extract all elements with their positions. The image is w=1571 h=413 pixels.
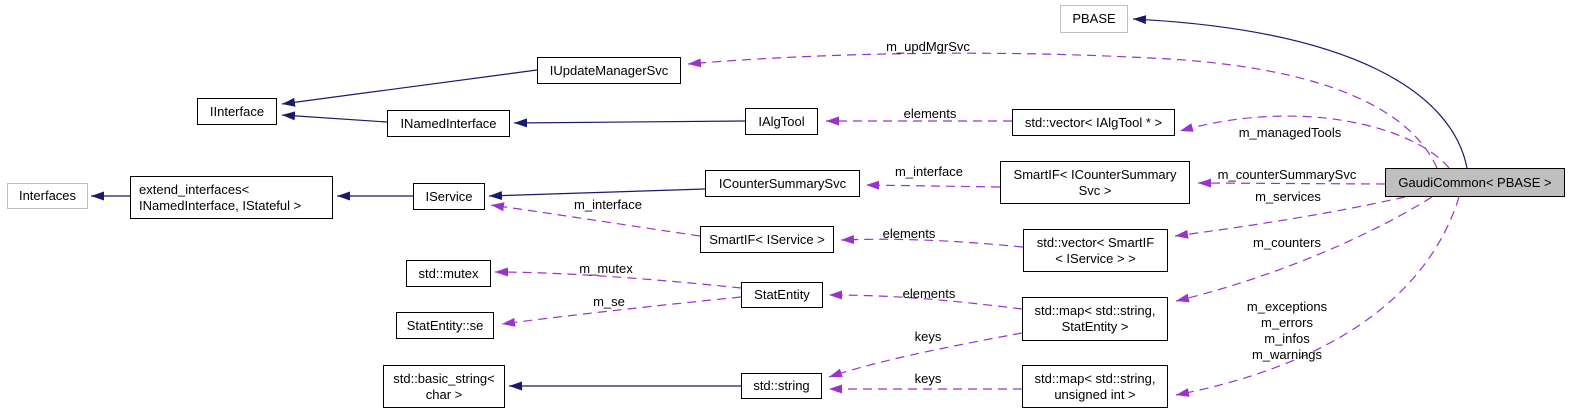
edge-label-m-warnings: m_warnings xyxy=(1251,347,1323,362)
node-std-mutex-label: std::mutex xyxy=(418,265,479,281)
edge-label-elements-smartif: elements xyxy=(882,226,936,241)
node-gaudicommon-pbase: GaudiCommon< PBASE > xyxy=(1385,168,1565,197)
edge-usage-m-counters xyxy=(1175,196,1433,303)
node-iupdatemanagersvc-label: IUpdateManagerSvc xyxy=(549,62,669,78)
node-pbase: PBASE xyxy=(1060,5,1128,33)
node-map-unsigned-int-line2: unsigned int > xyxy=(1054,386,1136,402)
edge-usage-m-updmgrsvc xyxy=(687,52,1438,169)
node-smartif-icountersummarysvc-line2: Svc > xyxy=(1078,182,1112,198)
edge-usage-m-interface-icountersummarysvc xyxy=(865,180,1001,190)
edge-label-keys-unsigned-int: keys xyxy=(914,371,942,386)
node-statentity-se-label: StatEntity::se xyxy=(406,317,484,333)
edge-inherit-iupdatemanagersvc-iinterface xyxy=(281,69,538,107)
edge-usage-elements-smartif-iservice xyxy=(840,235,1024,248)
edge-label-m-errors: m_errors xyxy=(1260,315,1313,330)
node-map-unsigned-int-line1: std::map< std::string, xyxy=(1034,370,1156,386)
node-map-statentity-line1: std::map< std::string, xyxy=(1034,303,1156,318)
edge-usage-elements-statentity xyxy=(828,290,1023,310)
edge-label-keys-statentity: keys xyxy=(914,329,942,344)
edge-inherit-ialgtool-inamedinterface xyxy=(513,118,746,128)
node-iupdatemanagersvc[interactable]: IUpdateManagerSvc xyxy=(537,57,681,84)
edge-inherit-inamedinterface-iinterface xyxy=(281,111,388,123)
node-iinterface[interactable]: IInterface xyxy=(197,98,277,125)
node-map-statentity-line2: StatEntity > xyxy=(1061,319,1129,334)
node-statentity[interactable]: StatEntity xyxy=(741,282,823,308)
node-vector-ialgtool[interactable]: std::vector< IAlgTool * > xyxy=(1012,109,1175,136)
edge-usage-m-se xyxy=(501,296,742,327)
node-vector-smartif-iservice-line2: < IService > > xyxy=(1055,250,1136,266)
node-iservice-label: IService xyxy=(425,188,473,204)
edge-label-m-mutex: m_mutex xyxy=(579,261,633,276)
node-iservice[interactable]: IService xyxy=(413,183,485,210)
node-std-string-label: std::string xyxy=(753,378,810,393)
node-map-statentity[interactable]: std::map< std::string, StatEntity > xyxy=(1022,297,1168,341)
edge-label-m-se: m_se xyxy=(593,294,625,309)
edge-label-elements-ialgtool: elements xyxy=(903,106,957,121)
node-ialgtool-label: IAlgTool xyxy=(758,113,805,129)
node-smartif-icountersummarysvc[interactable]: SmartIF< ICounterSummary Svc > xyxy=(1000,161,1190,204)
edge-inherit-icountersummarysvc-iservice xyxy=(488,188,706,201)
node-extend-interfaces-line2: INamedInterface, IStateful > xyxy=(139,197,302,213)
node-icountersummarysvc[interactable]: ICounterSummarySvc xyxy=(705,170,860,197)
node-pbase-label: PBASE xyxy=(1072,11,1116,26)
edge-usage-m-exceptions xyxy=(1175,196,1460,397)
node-extend-interfaces[interactable]: extend_interfaces< INamedInterface, ISta… xyxy=(130,176,333,219)
node-interfaces: Interfaces xyxy=(7,183,88,209)
node-gaudicommon-pbase-label: GaudiCommon< PBASE > xyxy=(1398,174,1552,190)
edge-label-m-infos: m_infos xyxy=(1264,331,1310,346)
node-inamedinterface-label: INamedInterface xyxy=(400,115,497,131)
edge-usage-m-mutex xyxy=(494,267,742,289)
node-statentity-label: StatEntity xyxy=(754,287,810,302)
node-iinterface-label: IInterface xyxy=(209,103,265,119)
node-std-string[interactable]: std::string xyxy=(741,373,822,399)
node-interfaces-label: Interfaces xyxy=(18,188,77,203)
node-map-unsigned-int[interactable]: std::map< std::string, unsigned int > xyxy=(1022,365,1168,408)
node-smartif-iservice[interactable]: SmartIF< IService > xyxy=(700,226,834,253)
node-vector-ialgtool-label: std::vector< IAlgTool * > xyxy=(1024,114,1163,130)
edge-usage-keys-map-statentity xyxy=(828,332,1023,378)
edge-usage-m-managedtools xyxy=(1179,115,1450,169)
edge-label-m-exceptions-group: m_exceptions m_errors m_infos m_warnings xyxy=(1247,299,1327,363)
edge-label-m-interface-iservice: m_interface xyxy=(574,197,642,212)
edge-label-m-exceptions: m_exceptions xyxy=(1246,299,1328,314)
node-std-basic-string-line2: char > xyxy=(425,386,463,402)
edge-inherit-gaudicommon-pbase xyxy=(1132,15,1468,169)
edge-label-elements-statentity: elements xyxy=(902,286,956,301)
edge-label-m-updmgrsvc: m_updMgrSvc xyxy=(886,39,970,54)
node-smartif-icountersummarysvc-line1: SmartIF< ICounterSummary xyxy=(1013,166,1177,182)
node-smartif-iservice-label: SmartIF< IService > xyxy=(709,231,825,247)
edge-label-m-counters: m_counters xyxy=(1253,235,1321,250)
edge-label-m-interface-counter: m_interface xyxy=(895,164,963,179)
edge-usage-m-countersummarysvc xyxy=(1197,178,1386,188)
node-icountersummarysvc-label: ICounterSummarySvc xyxy=(718,175,847,191)
edge-label-m-services: m_services xyxy=(1255,189,1321,204)
node-std-mutex[interactable]: std::mutex xyxy=(406,260,491,287)
edge-label-m-managedtools: m_managedTools xyxy=(1238,125,1342,140)
node-std-basic-string-line1: std::basic_string< xyxy=(393,370,495,386)
node-vector-smartif-iservice-line1: std::vector< SmartIF xyxy=(1036,234,1155,250)
node-statentity-se[interactable]: StatEntity::se xyxy=(396,312,494,339)
node-extend-interfaces-line1: extend_interfaces< xyxy=(139,181,250,197)
node-vector-smartif-iservice[interactable]: std::vector< SmartIF < IService > > xyxy=(1023,229,1168,272)
node-inamedinterface[interactable]: INamedInterface xyxy=(387,110,510,137)
node-ialgtool[interactable]: IAlgTool xyxy=(745,108,818,135)
node-std-basic-string[interactable]: std::basic_string< char > xyxy=(383,365,505,408)
edge-label-m-countersummarysvc: m_counterSummarySvc xyxy=(1217,167,1357,182)
